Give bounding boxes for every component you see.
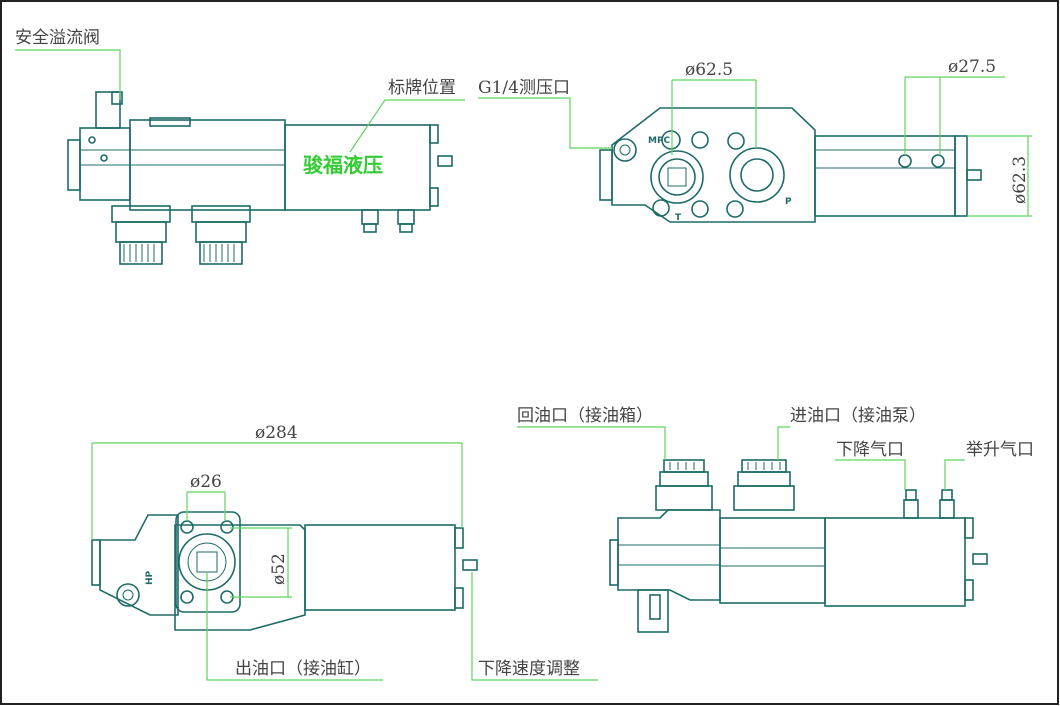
return-port-label: 回油口（接油箱） [517, 406, 653, 426]
gauge-port-label: G1/4测压口 [478, 78, 570, 98]
hp-port-mark: HP [145, 570, 155, 585]
view-side-bottom-right [609, 459, 988, 633]
view-side-top-left [67, 91, 453, 265]
dim-62-3: ø62.3 [1010, 156, 1030, 204]
leaders-view-2 [478, 76, 1032, 217]
lower-air-label: 下降气口 [836, 440, 904, 460]
leaders-view-1 [15, 49, 465, 153]
dim-27-5: ø27.5 [948, 57, 996, 77]
lift-air-label: 举升气口 [966, 440, 1034, 460]
leaders-view-3 [91, 442, 598, 681]
speed-adjust-label: 下降速度调整 [478, 659, 580, 679]
relief-valve-label: 安全溢流阀 [15, 28, 100, 48]
leaders-view-4 [517, 426, 965, 490]
brand-label: 骏福液压 [303, 153, 383, 177]
dim-52: ø52 [269, 553, 289, 585]
mpc-port-mark: MPC [648, 136, 671, 146]
dim-26: ø26 [190, 472, 222, 492]
dim-62-5: ø62.5 [685, 60, 733, 80]
inlet-port-label: 进油口（接油泵） [790, 406, 926, 426]
outlet-port-label: 出油口（接油缸） [235, 658, 371, 679]
nameplate-label: 标牌位置 [388, 78, 456, 98]
t-port-mark: T [675, 213, 682, 223]
dim-284: ø284 [255, 423, 298, 443]
p-port-mark: P [785, 197, 792, 207]
view-front-top-right [599, 107, 982, 223]
